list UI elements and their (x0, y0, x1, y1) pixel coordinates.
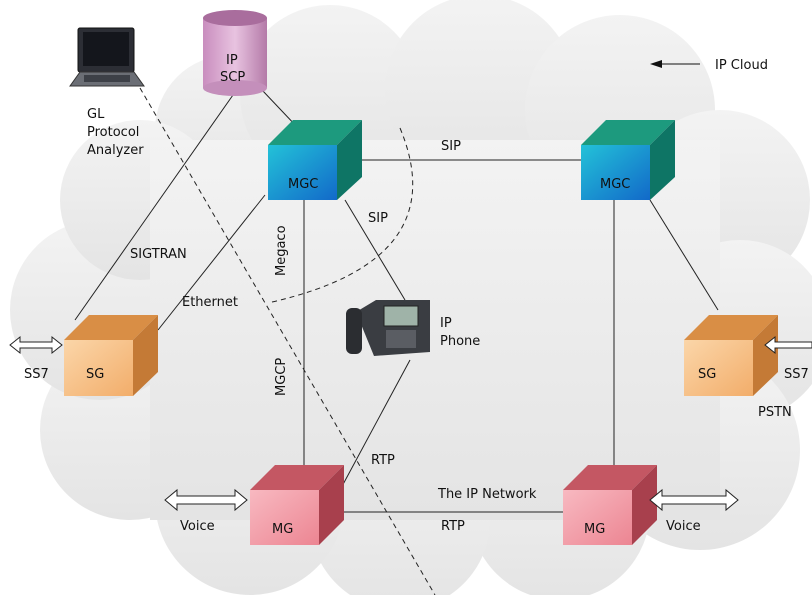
sg-left-label: SG (86, 367, 104, 382)
ip-cloud-arrow-icon (650, 60, 700, 68)
mg-left-label: MG (272, 522, 293, 537)
line-analyzer-dashed (139, 87, 436, 595)
voice-left-label: Voice (180, 519, 215, 534)
mg-right-label: MG (584, 522, 605, 537)
sip-curve-label: SIP (368, 211, 388, 226)
mgc-right-box (581, 120, 675, 200)
rtp-vertical-label: RTP (371, 453, 395, 468)
mgcp-label: MGCP (274, 358, 289, 396)
sg-right-box (684, 315, 778, 396)
line-sigtran (74, 84, 241, 321)
mgc-left-box (268, 120, 362, 200)
megaco-label: Megaco (274, 225, 289, 276)
dashed-lines (139, 87, 436, 595)
double-arrow-icon-voice-left (164, 488, 248, 512)
line-sip-phone (344, 199, 406, 301)
ip-phone-label-line2: Phone (440, 334, 480, 349)
analyzer-label-line3: Analyzer (87, 143, 144, 158)
ip-phone-icon (346, 300, 430, 356)
sip-top-label: SIP (441, 139, 461, 154)
rtp-bottom-label: RTP (441, 519, 465, 534)
sg-left-box (64, 315, 158, 396)
voice-right-label: Voice (666, 519, 701, 534)
double-arrow-icon-ss7-right (764, 335, 812, 355)
ip-cloud-label: IP Cloud (715, 58, 768, 73)
ethernet-label: Ethernet (182, 295, 238, 310)
mg-left-box (250, 465, 344, 545)
ip-network-label: The IP Network (437, 487, 537, 502)
double-arrow-icon-voice-right (649, 488, 739, 512)
ip-cloud-shape (10, 0, 812, 595)
mgc-right-label: MGC (600, 177, 630, 192)
ss7-right-label: SS7 (784, 367, 809, 382)
double-arrow-icon-ss7-left (9, 335, 63, 355)
scp-label-line1: IP (226, 53, 238, 68)
connection-lines (74, 84, 719, 513)
line-ethernet (157, 194, 266, 331)
sigtran-label: SIGTRAN (130, 247, 187, 262)
sg-right-label: SG (698, 367, 716, 382)
mgc-left-label: MGC (288, 177, 318, 192)
pstn-label: PSTN (758, 405, 792, 420)
scp-label-line2: SCP (220, 70, 245, 85)
ss7-left-label: SS7 (24, 367, 49, 382)
line-mgc-right-sg (649, 199, 719, 311)
ethernet-arc (271, 127, 414, 303)
analyzer-label-line2: Protocol (87, 125, 139, 140)
database-cylinder-icon (203, 10, 267, 96)
laptop-icon (69, 27, 145, 87)
analyzer-label-line1: GL (87, 107, 105, 122)
mg-right-box (563, 465, 657, 545)
line-phone-mg (339, 359, 411, 491)
ip-phone-label-line1: IP (440, 316, 452, 331)
